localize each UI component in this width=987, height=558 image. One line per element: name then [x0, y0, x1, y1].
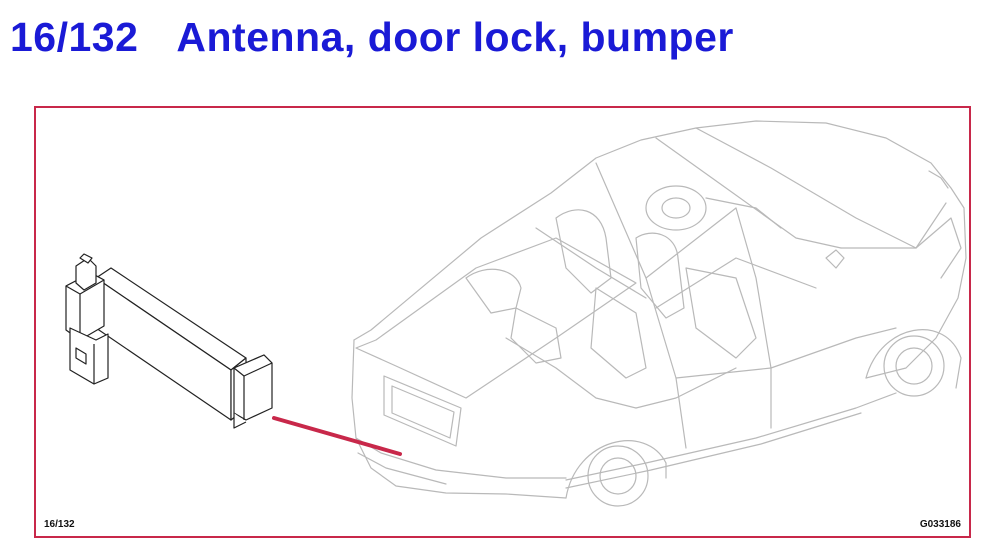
bumper-antenna-component — [65, 253, 273, 429]
page-reference: 16/132 — [44, 519, 75, 530]
car-outline-illustration — [351, 120, 967, 507]
section-code: 16/132 — [10, 14, 139, 60]
diagram-frame: 16/132 G033186 — [34, 106, 971, 538]
image-id: G033186 — [919, 519, 961, 530]
page-title: 16/132 Antenna, door lock, bumper — [10, 14, 734, 61]
diagram-canvas — [65, 120, 967, 507]
section-title: Antenna, door lock, bumper — [176, 14, 734, 60]
leader-line — [272, 416, 402, 456]
